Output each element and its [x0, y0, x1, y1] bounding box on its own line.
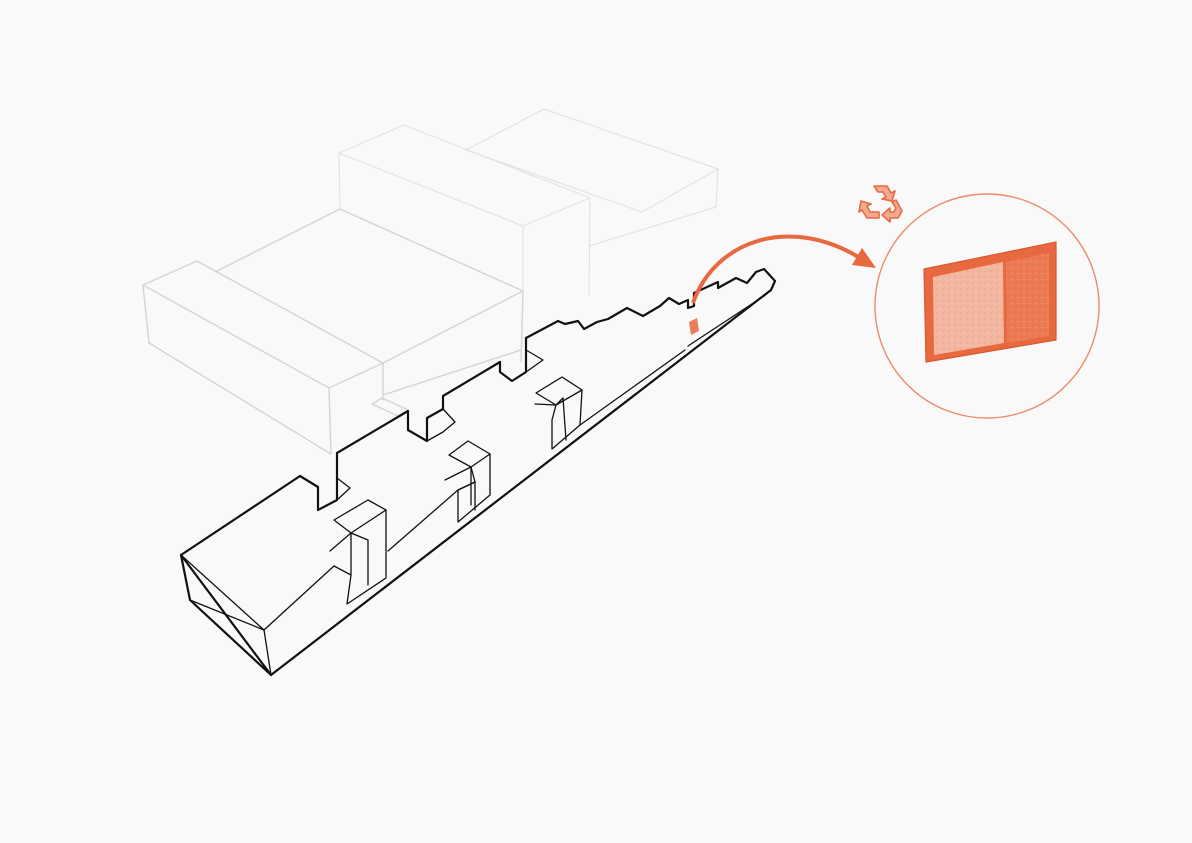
context-block-left [142, 260, 384, 455]
recycle-icon [858, 185, 903, 223]
context-block-back-right [465, 108, 719, 247]
notch-3 [511, 349, 544, 382]
recycled-panel [923, 241, 1057, 363]
courtyard-3 [534, 376, 583, 450]
courtyard-2 [444, 440, 491, 523]
notch-1 [317, 477, 351, 511]
courtyard-1 [329, 499, 387, 605]
detail-callout [874, 193, 1100, 419]
notch-2 [426, 408, 456, 442]
building-outer-outline [179, 267, 777, 677]
facade-panel-marker [689, 318, 699, 335]
context-block-back-left [338, 124, 591, 297]
main-building [179, 267, 777, 677]
context-block-middle [214, 208, 524, 396]
detail-circle [874, 193, 1100, 419]
context-buildings [142, 108, 719, 455]
curved-arrow-icon [691, 234, 876, 304]
